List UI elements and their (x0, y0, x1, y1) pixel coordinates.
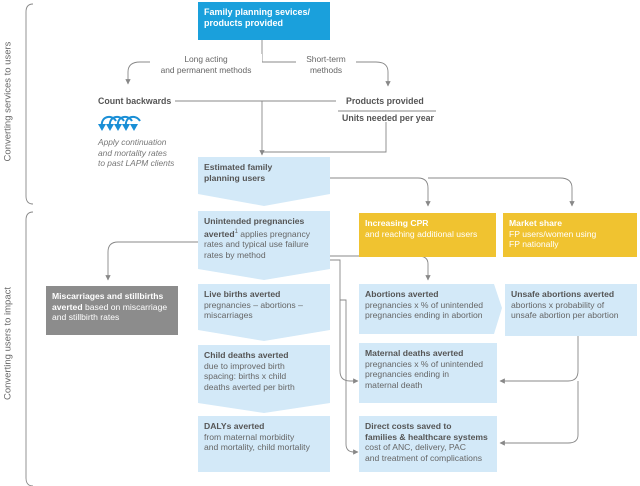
bracket-bottom (25, 211, 34, 486)
increasing-cpr-box: Increasing CPR and reaching additional u… (359, 213, 496, 257)
branch-left-line2: and permanent methods (160, 64, 252, 75)
market-line1: FP users/women using (509, 228, 597, 239)
branch-right-line2: methods (309, 64, 343, 75)
unintended-text-3: rates by method (204, 249, 266, 260)
cpr-title: Increasing CPR (365, 218, 429, 228)
count-note-line2: and mortality rates (98, 147, 167, 158)
bracket-top (25, 3, 34, 205)
unintended-text-2: rates and typical use failure (204, 239, 309, 250)
count-backwards-note: Apply continuation and mortality rates t… (98, 137, 174, 169)
branch-short-term-label: Short-term methods (296, 54, 356, 75)
direct-costs-line1: cost of ANC, delivery, PAC (365, 442, 466, 453)
abortions-title: Abortions averted (365, 289, 439, 299)
miscarriages-averted: averted (52, 301, 83, 312)
live-births-box: Live births averted pregnancies – aborti… (198, 284, 330, 330)
branch-long-acting-label: Long acting and permanent methods (150, 54, 262, 75)
branch-left-line1: Long acting (184, 54, 228, 64)
direct-costs-title1: Direct costs saved to (365, 421, 452, 431)
maternal-line1: pregnancies x % of unintended (365, 358, 484, 369)
child-deaths-box: Child deaths averted due to improved bir… (198, 345, 330, 403)
dalys-title: DALYs averted (204, 421, 265, 431)
child-deaths-line3: deaths averted per birth (204, 381, 295, 392)
products-provided-title: Products provided (346, 96, 424, 106)
unsafe-title: Unsafe abortions averted (511, 289, 615, 299)
estimated-users-box: Estimated family planning users (198, 157, 330, 194)
abortions-line1: pregnancies x % of unintended (365, 299, 484, 310)
unsafe-abortions-box: Unsafe abortions averted abortions x pro… (505, 284, 637, 336)
miscarriages-title: Miscarriages and stillbirths (52, 291, 164, 301)
miscarriages-text-1: based on miscarriage (82, 301, 168, 312)
direct-costs-box: Direct costs saved to families & healthc… (359, 416, 497, 472)
dalys-line1: from maternal morbidity (204, 431, 295, 442)
child-deaths-line2: spacing: births x child (204, 371, 287, 382)
live-births-line2: miscarriages (204, 310, 253, 321)
child-deaths-title: Child deaths averted (204, 350, 289, 360)
dalys-line2: and mortality, child mortality (204, 442, 310, 453)
estimated-users-line1: Estimated family (204, 162, 273, 172)
abortions-averted-box: Abortions averted pregnancies x % of uni… (359, 284, 497, 334)
market-line2: FP nationally (509, 239, 559, 250)
maternal-line2: pregnancies ending in (365, 369, 450, 380)
miscarriages-line2: averted based on miscarriage (52, 302, 172, 313)
count-backwards-title: Count backwards (98, 96, 175, 106)
unintended-line2: averted1 applies pregnancy (204, 227, 324, 239)
unintended-line1: Unintended pregnancies (204, 216, 324, 227)
unsafe-line2: unsafe abortion per abortion (511, 310, 619, 321)
child-deaths-line1: due to improved birth (204, 360, 285, 371)
count-note-line3: to past LAPM clients (98, 158, 175, 168)
market-title: Market share (509, 218, 563, 228)
direct-costs-title2: families & healthcare systems (365, 431, 488, 442)
top-box-line2: products provided (204, 18, 284, 28)
branch-right-line1: Short-term (306, 54, 346, 64)
maternal-line3: maternal death (365, 379, 423, 390)
market-share-box: Market share FP users/women using FP nat… (503, 213, 637, 257)
cpr-body: and reaching additional users (365, 228, 478, 239)
unintended-averted: averted (204, 228, 235, 239)
unsafe-line1: abortions x probability of (511, 299, 605, 310)
unintended-title: Unintended pregnancies (204, 216, 305, 226)
count-note-line1: Apply continuation (98, 137, 167, 147)
maternal-deaths-box: Maternal deaths averted pregnancies x % … (359, 343, 497, 403)
unintended-text-1: applies pregnancy (237, 228, 311, 239)
live-births-title: Live births averted (204, 289, 281, 299)
top-box-line1: Family planning sevices/ (204, 7, 311, 17)
direct-costs-line2: and treatment of complications (365, 452, 483, 463)
maternal-title: Maternal deaths averted (365, 348, 464, 358)
live-births-line1: pregnancies – abortions – (204, 299, 303, 310)
dalys-box: DALYs averted from maternal morbidity an… (198, 416, 330, 472)
unintended-pregnancies-box: Unintended pregnancies averted1 applies … (198, 211, 330, 269)
family-planning-services-box: Family planning sevices/ products provid… (198, 2, 330, 40)
abortions-line2: pregnancies ending in abortion (365, 310, 483, 321)
unintended-footnote: 1 (234, 228, 238, 235)
miscarriages-box: Miscarriages and stillbirths averted bas… (46, 286, 178, 335)
miscarriages-text-2: and stillbirth rates (52, 312, 120, 323)
estimated-users-line2: planning users (204, 172, 266, 183)
units-needed-label: Units needed per year (342, 113, 434, 123)
